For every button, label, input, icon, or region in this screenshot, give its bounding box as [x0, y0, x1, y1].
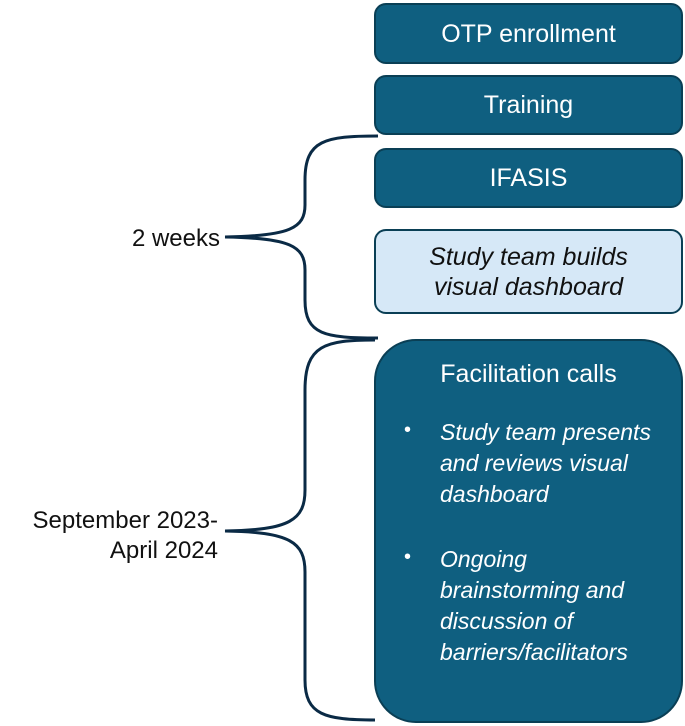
brace-september-april [224, 338, 376, 722]
bullet-dot-icon: • [404, 546, 412, 568]
facilitation-bullet-2: • Ongoing brainstorming and discussion o… [376, 544, 681, 668]
bullet-dot-icon: • [404, 419, 412, 441]
dashboard-build-text: Study team builds visual dashboard [429, 242, 628, 302]
ifasis-box: IFASIS [374, 148, 683, 208]
otp-enrollment-box: OTP enrollment [374, 3, 683, 64]
timeframe-line-1: September 2023- [32, 507, 218, 534]
dashboard-build-line-1: Study team builds [429, 242, 628, 271]
facilitation-calls-box: Facilitation calls • Study team presents… [374, 339, 683, 723]
facilitation-bullet-1: • Study team presents and reviews visual… [376, 417, 681, 510]
brace-2-weeks [224, 134, 379, 340]
ifasis-label: IFASIS [489, 164, 568, 192]
facilitation-calls-title: Facilitation calls [440, 360, 617, 388]
dashboard-build-line-2: visual dashboard [433, 272, 623, 301]
training-box: Training [374, 75, 683, 135]
dashboard-build-box: Study team builds visual dashboard [374, 229, 683, 314]
otp-enrollment-label: OTP enrollment [441, 19, 616, 48]
facilitation-bullet-1-text: Study team presents and reviews visual d… [440, 419, 651, 507]
timeframe-september-april: September 2023- April 2024 [0, 506, 218, 566]
training-label: Training [483, 91, 574, 119]
timeframe-2-weeks: 2 weeks [131, 225, 220, 252]
timeframe-line-2: April 2024 [109, 537, 218, 564]
facilitation-bullet-2-text: Ongoing brainstorming and discussion of … [440, 546, 628, 665]
